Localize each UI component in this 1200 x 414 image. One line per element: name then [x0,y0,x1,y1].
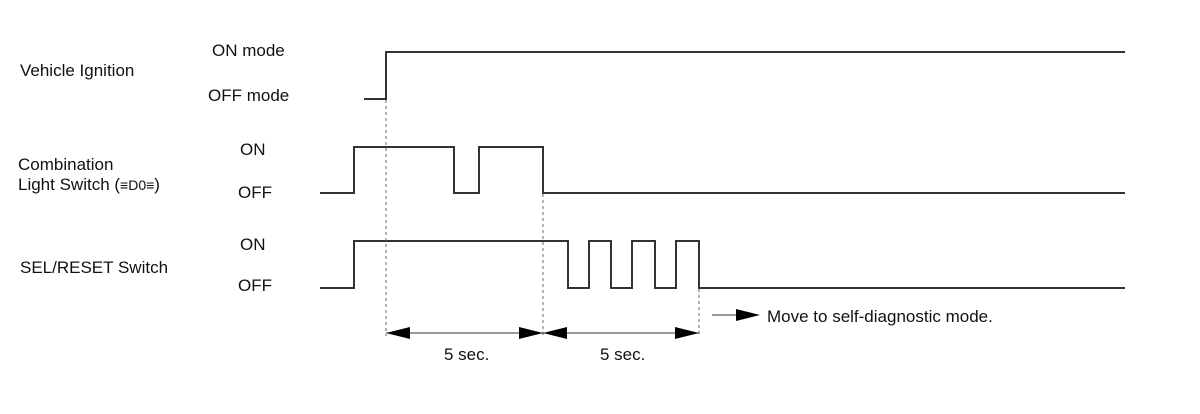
sel-reset-on-label: ON [240,235,266,254]
sel-reset-waveform [320,240,1125,289]
light-switch-signal-name-line2: Light Switch (≡D0≡) [18,175,160,194]
ignition-off-label: OFF mode [208,86,289,105]
light-switch-on-label: ON [240,140,266,159]
light-switch-name-close: ) [154,175,160,194]
ignition-waveform [364,51,1125,100]
sel-reset-off-label: OFF [238,276,272,295]
ignition-signal-name: Vehicle Ignition [20,61,134,80]
ignition-on-label: ON mode [212,41,285,60]
interval-1-label: 5 sec. [444,345,489,364]
interval-2-label: 5 sec. [600,345,645,364]
light-switch-name-text: Light Switch ( [18,175,120,194]
interval-1-left-arrowhead [386,327,410,339]
interval-1-right-arrowhead [519,327,543,339]
light-switch-waveform [320,146,1125,194]
light-switch-off-label: OFF [238,183,272,202]
self-diagnostic-note: Move to self-diagnostic mode. [767,307,993,326]
interval-2-right-arrowhead [675,327,699,339]
sel-reset-signal-name: SEL/RESET Switch [20,258,168,277]
interval-2-left-arrowhead [543,327,567,339]
headlight-icon: ≡D0≡ [120,177,154,193]
light-switch-signal-name-line1: Combination [18,155,113,174]
arrow-right-icon [736,309,760,321]
